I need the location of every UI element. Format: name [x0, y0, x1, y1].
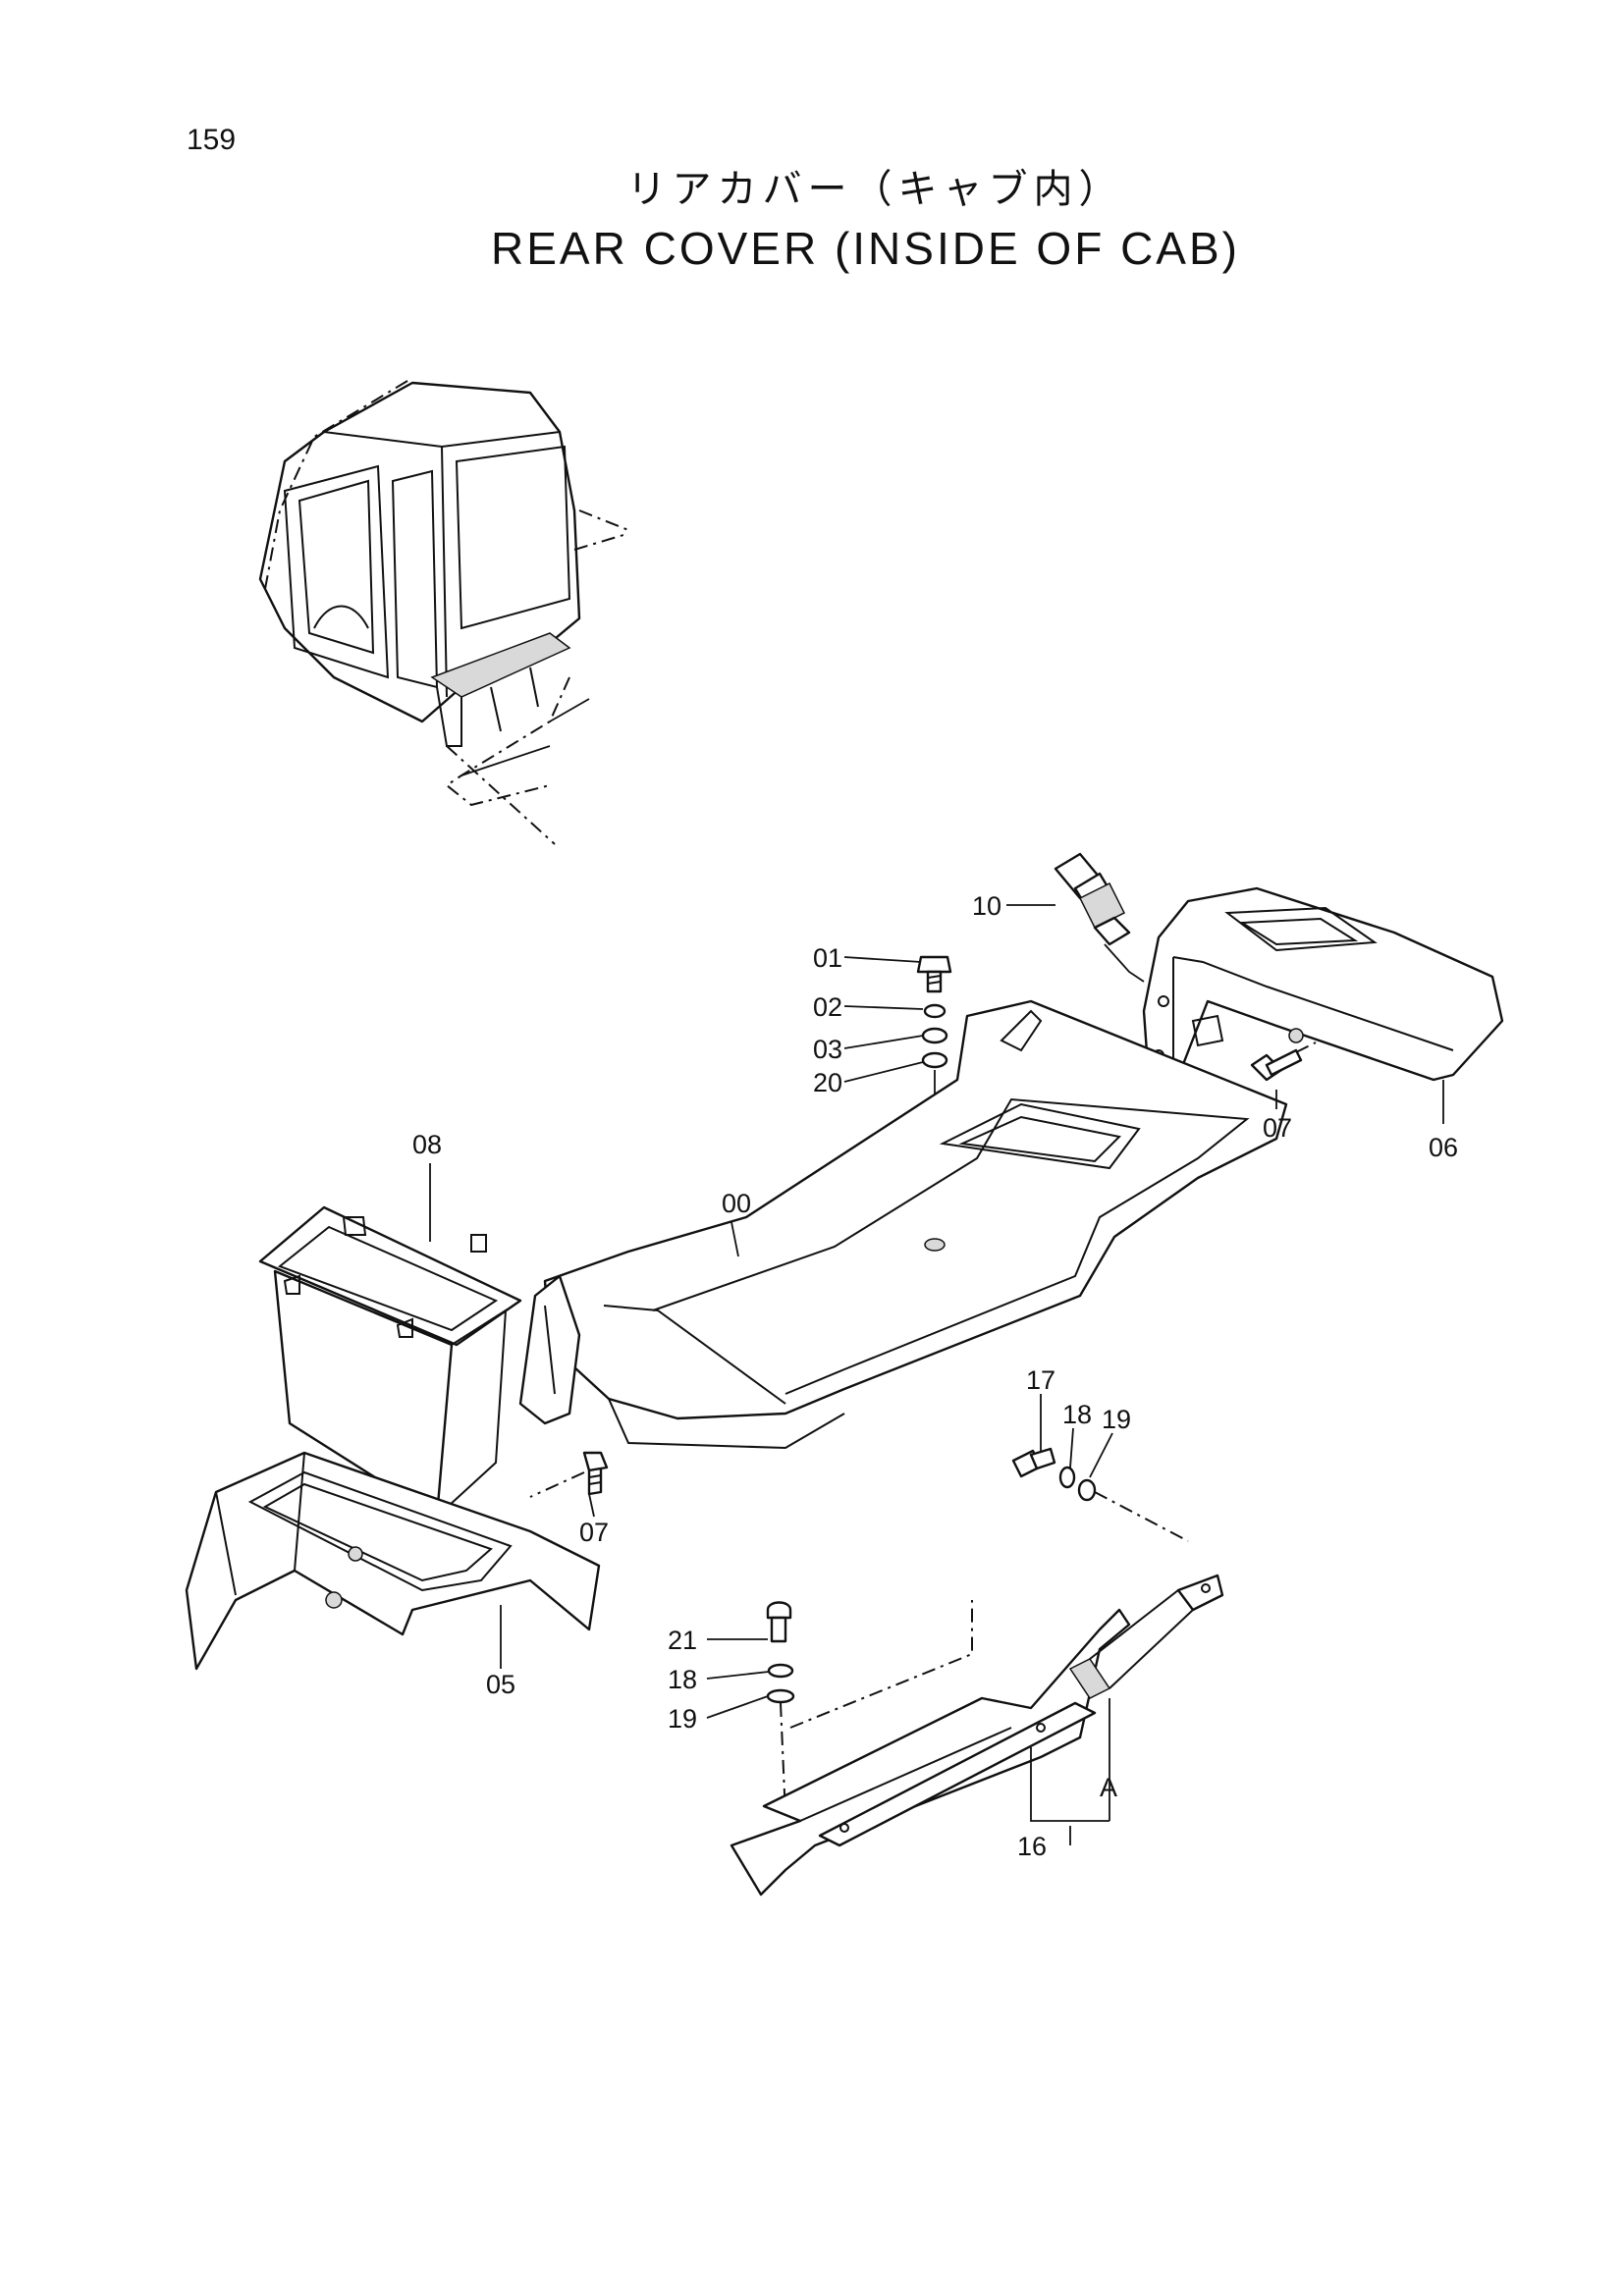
label-20: 20	[813, 1068, 842, 1097]
label-21: 21	[668, 1626, 697, 1655]
label-18-upper: 18	[1062, 1400, 1092, 1429]
label-07-upper: 07	[1263, 1113, 1292, 1143]
label-19-lower: 19	[668, 1704, 697, 1734]
label-03: 03	[813, 1035, 842, 1064]
label-02: 02	[813, 992, 842, 1022]
part-06-right-cover	[1142, 886, 1504, 1124]
label-05: 05	[486, 1670, 515, 1699]
label-A: A	[1100, 1773, 1117, 1802]
part-10-knob	[1054, 852, 1145, 983]
label-18-lower: 18	[668, 1665, 697, 1694]
part-labels: 10 01 02 03 20 07 06 08 00 07 05 17 18 1…	[412, 891, 1458, 1861]
leader-lines	[588, 904, 1277, 1719]
label-08: 08	[412, 1130, 442, 1159]
label-19-upper: 19	[1102, 1405, 1131, 1434]
label-16: 16	[1017, 1832, 1047, 1861]
part-07-bolt-upper	[1250, 1041, 1317, 1082]
title-japanese: リアカバー（キャブ内）	[626, 167, 1124, 212]
bolt-21-washers	[766, 1600, 973, 1817]
part-07-bolt-lower	[529, 1451, 609, 1498]
label-06: 06	[1429, 1133, 1458, 1162]
part-00-main-tray	[518, 999, 1288, 1450]
label-17: 17	[1026, 1365, 1055, 1395]
screw-stack	[916, 955, 952, 1237]
label-00: 00	[722, 1189, 751, 1218]
bolt-17-washers	[1011, 1447, 1189, 1542]
title-english: REAR COVER (INSIDE OF CAB)	[491, 223, 1240, 274]
label-07-lower: 07	[579, 1518, 609, 1547]
title-block: リアカバー（キャブ内） REAR COVER (INSIDE OF CAB)	[0, 157, 1623, 275]
label-10: 10	[972, 891, 1001, 921]
cab-overview	[258, 377, 629, 845]
part-16-bracket	[730, 1574, 1224, 1896]
page-number: 159	[187, 124, 237, 156]
part-05-left-cover	[185, 1451, 601, 1671]
label-01: 01	[813, 943, 842, 973]
